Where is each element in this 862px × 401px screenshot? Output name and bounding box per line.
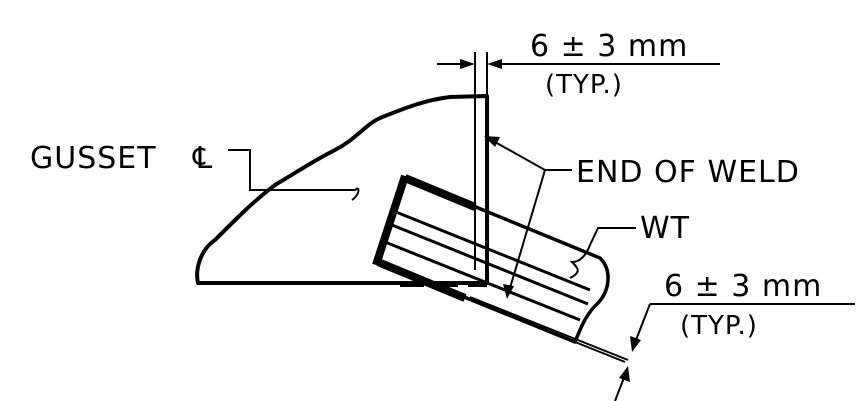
gusset-label: GUSSET: [30, 141, 157, 176]
bottom-extension-line-1: [469, 296, 629, 361]
bottom-dim-arrowhead-lower: [619, 366, 630, 382]
top-typ-text: (TYP.): [545, 70, 623, 100]
wt-stem-line-2: [391, 223, 589, 306]
wt-heavy-edge-top: [403, 174, 477, 211]
wt-label: WT: [640, 211, 690, 246]
end-of-weld-label: END OF WELD: [576, 155, 800, 190]
bottom-dim-arrowhead-upper: [630, 336, 641, 352]
gusset-leader-line: [228, 149, 360, 201]
wt-heavy-edge-left: [372, 174, 409, 267]
bottom-typ-text: (TYP.): [680, 311, 758, 341]
wt-stem-line-1: [395, 210, 591, 292]
end-of-weld-leader-lower: [509, 169, 546, 289]
wt-member: [372, 174, 610, 344]
bottom-extension-line-2: [574, 341, 626, 363]
top-dim-arrowhead-right: [487, 59, 502, 69]
wt-outline: [376, 176, 610, 344]
wt-heavy-edge-bottom: [376, 258, 467, 302]
end-of-weld-arrowhead-upper: [484, 136, 500, 147]
end-of-weld-arrowhead-lower: [503, 284, 514, 299]
bottom-dim-arrow-upper-shaft: [635, 303, 651, 341]
bottom-dimension-text: 6 ± 3 mm: [664, 269, 822, 304]
wt-leader-line: [569, 227, 636, 279]
top-dimension-text: 6 ± 3 mm: [530, 29, 688, 64]
gusset-plate-symbol: ℄: [192, 141, 213, 176]
gusset-plate-outline: [195, 94, 489, 285]
top-dim-arrowhead-left: [460, 59, 475, 69]
wt-stem-line-3: [384, 240, 581, 322]
end-of-weld-leader-upper: [494, 141, 546, 171]
